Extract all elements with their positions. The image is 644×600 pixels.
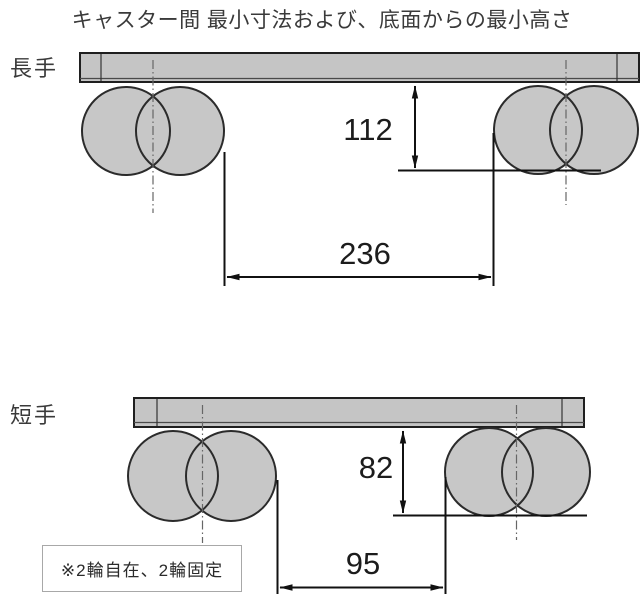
caster-pair-right [493,85,639,175]
caster-wheel-outline [493,85,583,175]
note-box: ※2輪自在、2輪固定 [42,545,242,592]
dimension-value-height-short: 82 [358,450,394,485]
dimension-value-height-long: 112 [343,112,393,147]
caster-wheel-outline [81,86,171,176]
caster-wheel [550,86,638,174]
caster-wheel [136,87,224,175]
caster-wheel [502,428,590,516]
caster-wheel-outline [127,430,219,522]
figure-title: キャスター間 最小寸法および、底面からの最小高さ [71,9,573,32]
dimension-value-span-short: 95 [345,546,381,581]
note-text: ※2輪自在、2輪固定 [60,561,224,580]
caster-wheel [186,431,276,521]
base-board [79,52,640,83]
caster-pair-left [127,430,277,522]
caster-wheel-outline [185,430,277,522]
diagram-long-side [79,52,640,286]
dimension-value-span-long: 236 [339,236,391,271]
caster-pair-left [81,86,225,176]
caster-pair-right [444,427,591,517]
label-short-side: 短手 [10,403,59,428]
diagram-short-side [127,397,591,594]
caster-wheel-outline [549,85,639,175]
caster-wheel-outline [135,86,225,176]
label-long-side: 長手 [10,56,59,81]
